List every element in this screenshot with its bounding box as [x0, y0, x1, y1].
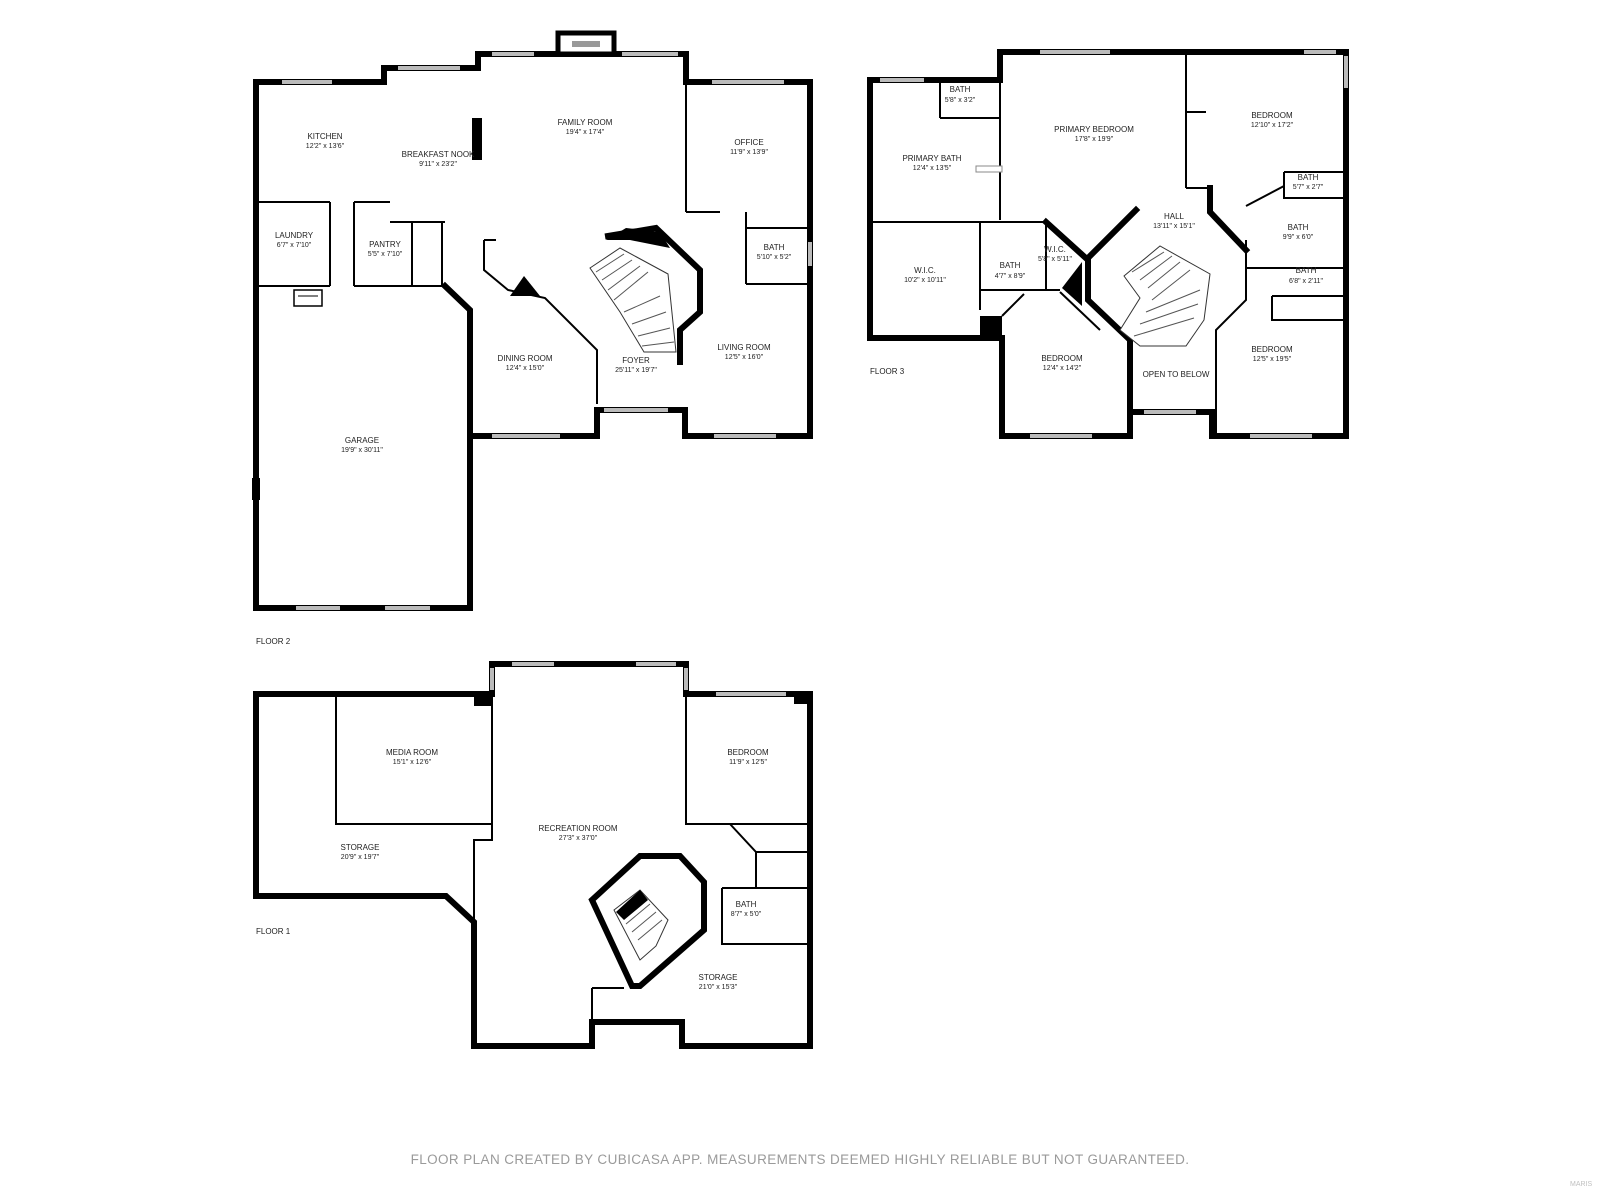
room-dims: 11'9" x 13'9"	[730, 149, 768, 156]
room-name: BEDROOM	[1251, 345, 1293, 354]
room-dims: 12'5" x 16'0"	[725, 354, 764, 361]
room-dims: 5'10" x 5'2"	[757, 254, 792, 261]
room-name: W.I.C.	[1044, 245, 1066, 254]
room-name: GARAGE	[345, 436, 379, 445]
room-name: RECREATION ROOM	[539, 824, 618, 833]
room-name: BATH	[1296, 266, 1317, 275]
floor-1-plan	[253, 661, 813, 1049]
room-dims: 17'8" x 19'9"	[1075, 136, 1114, 143]
room-name: BATH	[1000, 261, 1021, 270]
room-dims: 27'3" x 37'0"	[559, 835, 598, 842]
room-name: BEDROOM	[727, 748, 769, 757]
watermark: MARIS	[1570, 1181, 1593, 1188]
room-name: BREAKFAST NOOK	[402, 150, 475, 159]
room-name: LAUNDRY	[275, 231, 314, 240]
room-name: BATH	[764, 243, 785, 252]
floor-label: FLOOR 1	[256, 927, 291, 936]
floor-3-labels: BATH 5'8" x 3'2" PRIMARY BEDROOM 17'8" x…	[870, 85, 1324, 379]
room-dims: 15'1" x 12'6"	[393, 759, 432, 766]
room-name: BATH	[1288, 223, 1309, 232]
floor-label: FLOOR 3	[870, 367, 905, 376]
room-name: HALL	[1164, 212, 1185, 221]
room-dims: 5'7" x 2'7"	[1293, 184, 1324, 191]
floor-label: FLOOR 2	[256, 637, 291, 646]
room-name: PRIMARY BATH	[902, 154, 961, 163]
room-name: OPEN TO BELOW	[1143, 370, 1210, 379]
room-dims: 9'9" x 6'0"	[1283, 234, 1314, 241]
room-name: BATH	[1298, 173, 1319, 182]
floor-2-labels: KITCHEN 12'2" x 13'6" BREAKFAST NOOK 9'1…	[256, 118, 792, 646]
room-dims: 12'4" x 14'2"	[1043, 365, 1082, 372]
room-dims: 21'0" x 15'3"	[699, 984, 738, 991]
room-dims: 13'11" x 15'1"	[1153, 223, 1195, 230]
floor-1-labels: MEDIA ROOM 15'1" x 12'6" BEDROOM 11'9" x…	[256, 748, 769, 991]
room-dims: 6'7" x 7'10"	[277, 242, 312, 249]
room-name: LIVING ROOM	[717, 343, 771, 352]
room-dims: 12'10" x 17'2"	[1251, 122, 1294, 129]
room-name: STORAGE	[341, 843, 380, 852]
room-name: PANTRY	[369, 240, 401, 249]
room-name: MEDIA ROOM	[386, 748, 438, 757]
room-dims: 12'4" x 13'5"	[913, 165, 952, 172]
room-dims: 6'8" x 2'11"	[1289, 278, 1323, 285]
room-dims: 10'2" x 10'11"	[904, 277, 946, 284]
room-name: DINING ROOM	[497, 354, 552, 363]
room-name: PRIMARY BEDROOM	[1054, 125, 1134, 134]
room-dims: 12'4" x 15'0"	[506, 365, 545, 372]
room-dims: 8'7" x 5'0"	[731, 911, 762, 918]
room-name: W.I.C.	[914, 266, 936, 275]
room-dims: 25'11" x 19'7"	[615, 367, 657, 374]
room-name: FAMILY ROOM	[558, 118, 613, 127]
room-dims: 11'9" x 12'5"	[729, 759, 767, 766]
room-name: KITCHEN	[307, 132, 342, 141]
room-dims: 9'11" x 23'2"	[419, 161, 457, 168]
room-name: STORAGE	[699, 973, 738, 982]
room-name: FOYER	[622, 356, 650, 365]
room-dims: 4'7" x 8'9"	[995, 273, 1026, 280]
room-dims: 19'4" x 17'4"	[566, 129, 605, 136]
room-name: BATH	[736, 900, 757, 909]
disclaimer-note: FLOOR PLAN CREATED BY CUBICASA APP. MEAS…	[411, 1152, 1190, 1167]
room-dims: 5'5" x 7'10"	[368, 251, 403, 258]
room-name: OFFICE	[734, 138, 763, 147]
room-dims: 20'9" x 19'7"	[341, 854, 380, 861]
floor-2-plan	[252, 30, 813, 611]
room-dims: 5'8" x 5'11"	[1038, 256, 1072, 263]
room-name: BEDROOM	[1041, 354, 1083, 363]
room-dims: 12'5" x 19'5"	[1253, 356, 1292, 363]
room-dims: 5'8" x 3'2"	[945, 97, 976, 104]
room-name: BEDROOM	[1251, 111, 1293, 120]
room-dims: 12'2" x 13'6"	[306, 143, 345, 150]
room-name: BATH	[950, 85, 971, 94]
room-dims: 19'9" x 30'11"	[341, 447, 383, 454]
floor-3-plan	[867, 49, 1349, 439]
